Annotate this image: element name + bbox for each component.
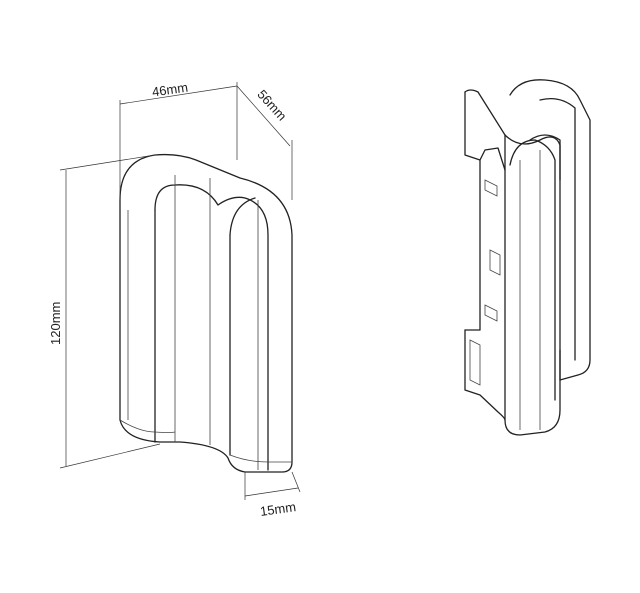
- width-label: 46mm: [151, 80, 189, 100]
- thickness-label: 15mm: [259, 499, 297, 519]
- dimension-lines: [59, 82, 301, 500]
- depth-label: 56mm: [254, 87, 289, 124]
- height-label: 120mm: [48, 302, 63, 345]
- front-bracket-view: [119, 153, 293, 473]
- rear-bracket-view: [464, 79, 591, 436]
